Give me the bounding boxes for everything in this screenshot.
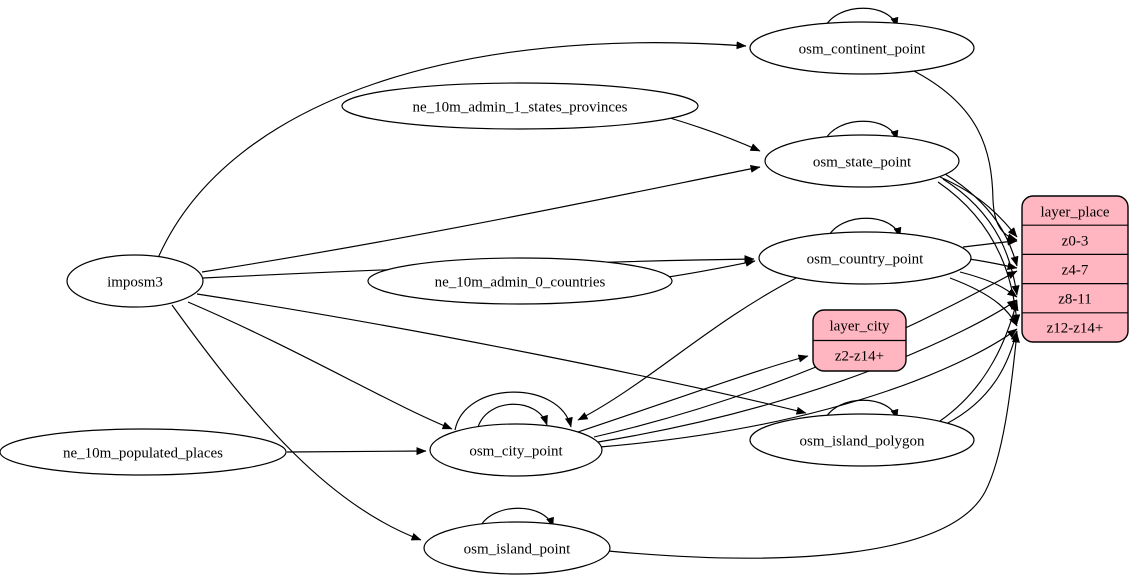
osm_island_point-ellipse [423, 521, 611, 575]
layer_place-title: layer_place [1040, 204, 1109, 220]
osm_island_polygon-ellipse [749, 413, 975, 467]
osm_country_point-ellipse [758, 231, 972, 285]
imposm3-label: imposm3 [107, 274, 163, 290]
node-osm_state_point: osm_state_point [764, 134, 960, 188]
edges-layer [157, 7, 1021, 559]
edge-imposm3-osm_state_point [201, 164, 761, 273]
edge-osm_state_point-layer_place-z0-3 [939, 176, 1018, 238]
edge-osm_island_point-layer_place-z12-z14 [607, 332, 1020, 559]
edge-osm_island_polygon-layer_place-z12-z14 [945, 330, 1019, 425]
edge-osm_country_point-layer_place-z0-3 [962, 237, 1018, 248]
node-ne_10m_admin_1_states_provinces: ne_10m_admin_1_states_provinces [341, 82, 699, 130]
self-loop-osm_island_point [479, 507, 554, 528]
node-osm_continent_point: osm_continent_point [749, 21, 975, 75]
osm_island_point-label: osm_island_point [464, 541, 572, 557]
record-layer_place: layer_place z0-3 z4-7 z8-11 z12-z14+ [1021, 195, 1129, 343]
node-osm_island_point: osm_island_point [423, 521, 611, 575]
osm_city_point-label: osm_city_point [469, 443, 563, 459]
ne_10m_admin_0_countries-label: ne_10m_admin_0_countries [435, 274, 606, 290]
node-ne_10m_admin_0_countries: ne_10m_admin_0_countries [367, 257, 673, 305]
edge-ne_10m_admin_1_states_provinces-osm_state_point [669, 117, 761, 152]
edge-osm_country_point-layer_place-z4-7 [968, 258, 1018, 271]
osm_state_point-ellipse [764, 134, 960, 188]
ne_10m_populated_places-ellipse [0, 428, 287, 476]
ne_10m_populated_places-label: ne_10m_populated_places [63, 445, 223, 461]
edge-imposm3-osm_city_point [187, 301, 453, 430]
ne_10m_admin_1_states_provinces-ellipse [341, 82, 699, 130]
self-loop-osm_city_point-inner [477, 403, 548, 428]
edge-osm_country_point-layer_place-z12-z14 [949, 277, 1018, 327]
osm_country_point-label: osm_country_point [807, 251, 924, 267]
layer_city-row-z2-z14: z2-z14+ [835, 348, 884, 364]
edge-imposm3-osm_continent_point [157, 41, 747, 259]
osm_island_polygon-label: osm_island_polygon [799, 433, 925, 449]
edge-osm_island_polygon-layer_place-z8-11 [939, 300, 1019, 422]
self-loop-osm_city_point-outer [454, 391, 573, 431]
layer_place-row-z4-7: z4-7 [1062, 262, 1089, 278]
ne_10m_admin_1_states_provinces-label: ne_10m_admin_1_states_provinces [413, 99, 628, 115]
edge-osm_continent_point-layer_place-z0-3 [911, 69, 1018, 242]
record-layer_city: layer_city z2-z14+ [812, 309, 907, 372]
edge-imposm3-osm_island_polygon [196, 293, 807, 415]
self-loop-osm_country_point [827, 217, 902, 238]
edge-osm_city_point-layer_place-z4-7 [593, 270, 1018, 438]
node-imposm3: imposm3 [66, 254, 204, 308]
edge-osm_country_point-osm_city_point [577, 275, 801, 421]
layer_place-row-z12-z14: z12-z14+ [1047, 320, 1104, 336]
osm_state_point-label: osm_state_point [813, 154, 912, 170]
node-osm_city_point: osm_city_point [429, 423, 603, 477]
imposm3-ellipse [66, 254, 204, 308]
node-osm_island_polygon: osm_island_polygon [749, 413, 975, 467]
osm_continent_point-ellipse [749, 21, 975, 75]
node-osm_country_point: osm_country_point [758, 231, 972, 285]
edge-ne_10m_populated_places-osm_city_point [286, 447, 427, 456]
self-loop-osm_continent_point [824, 7, 899, 28]
edge-osm_city_point-layer_place-z12-z14 [599, 328, 1018, 448]
node-ne_10m_populated_places: ne_10m_populated_places [0, 428, 287, 476]
layer_place-row-z0-3: z0-3 [1062, 233, 1089, 249]
layer_place-box [1021, 195, 1129, 343]
layer_city-title: layer_city [830, 318, 890, 334]
edge-osm_country_point-layer_place-z8-11 [959, 271, 1018, 298]
edge-ne_10m_admin_0_countries-osm_country_point [667, 258, 756, 278]
ne_10m_admin_0_countries-ellipse [367, 257, 673, 305]
edge-osm_city_point-layer_city-z2-z14 [577, 354, 809, 433]
edge-osm_state_point-layer_place-z4-7 [944, 173, 1019, 267]
osm_city_point-ellipse [429, 423, 603, 477]
osm_continent_point-label: osm_continent_point [799, 41, 926, 57]
edge-osm_state_point-layer_place-z8-11 [942, 178, 1020, 296]
self-loop-osm_state_point [824, 120, 899, 141]
self-loop-osm_island_polygon [824, 399, 899, 420]
layer_place-row-z8-11: z8-11 [1058, 291, 1092, 307]
edge-imposm3-osm_island_point [171, 304, 422, 541]
